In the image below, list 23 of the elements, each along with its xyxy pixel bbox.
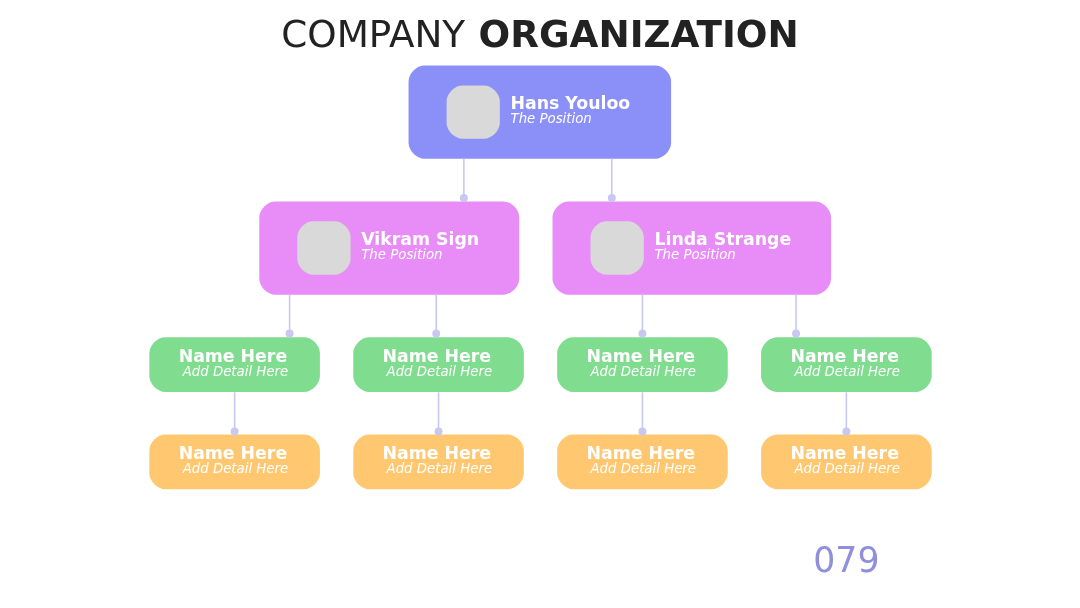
connector	[841, 391, 850, 436]
node-box: Name Here Add Detail Here	[760, 337, 932, 392]
connector	[434, 391, 443, 436]
node-box: Name Here Add Detail Here	[148, 337, 320, 392]
connector	[285, 294, 294, 338]
connector	[459, 158, 468, 202]
label: 079	[812, 539, 879, 580]
diagram-title: COMPANY ORGANIZATION	[280, 12, 799, 57]
node-box: Vikram Sign The Position	[258, 201, 519, 295]
node-box: Linda Strange The Position	[552, 201, 831, 295]
connector	[431, 294, 440, 338]
node-box: Name Here Add Detail Here	[556, 337, 728, 392]
connector	[230, 391, 239, 436]
node-box: Name Here Add Detail Here	[352, 337, 524, 392]
node-box: Name Here Add Detail Here	[148, 434, 320, 490]
node-box: Name Here Add Detail Here	[352, 434, 524, 490]
connector	[637, 294, 646, 338]
node-box: Name Here Add Detail Here	[760, 434, 932, 490]
connector	[791, 294, 800, 338]
connector	[607, 158, 616, 202]
node-box: Hans Youloo The Position	[408, 65, 671, 159]
connector	[637, 391, 646, 436]
node-box: Name Here Add Detail Here	[556, 434, 728, 490]
